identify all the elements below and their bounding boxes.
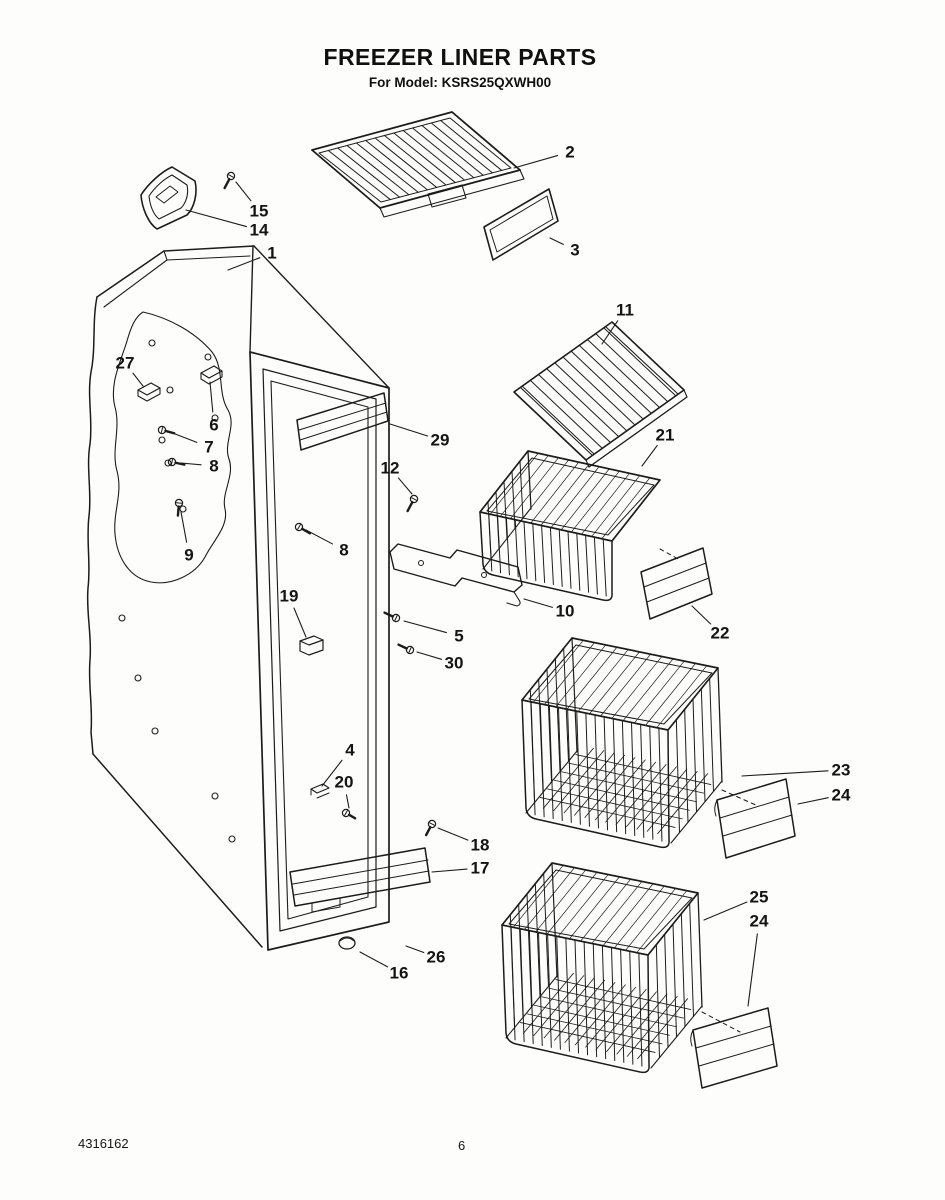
leader-line	[416, 651, 443, 660]
part-29-trim	[296, 392, 389, 451]
part-callout-5: 5	[454, 627, 463, 646]
leader-line	[293, 607, 307, 638]
part-callout-21: 21	[656, 426, 675, 445]
part-11-wire-shelf	[513, 321, 688, 468]
part-24-trim-lower	[690, 1007, 778, 1089]
part-callout-15: 15	[250, 202, 269, 221]
part-10-support-rail	[389, 543, 523, 607]
leader-line	[132, 372, 144, 387]
leader-line	[321, 759, 343, 787]
part-callout-20: 20	[335, 773, 354, 792]
part-callout-1: 1	[267, 244, 276, 263]
part-callout-29: 29	[431, 431, 450, 450]
leader-line	[397, 477, 413, 495]
model-subtitle: For Model: KSRS25QXWH00	[368, 75, 552, 90]
part-callout-2: 2	[565, 143, 574, 162]
part-callout-30: 30	[445, 654, 464, 673]
part-22-trim	[640, 547, 713, 620]
leader-line	[431, 868, 468, 873]
leader-line	[359, 951, 389, 968]
part-callout-6: 6	[209, 416, 218, 435]
part-17-bottom-grille	[289, 847, 431, 913]
document-number: 4316162	[78, 1136, 129, 1151]
page-header: FREEZER LINER PARTS For Model: KSRS25QXW…	[0, 44, 920, 90]
leader-line	[305, 529, 334, 545]
leader-line	[437, 827, 469, 841]
part-15-screw	[223, 171, 236, 190]
part-23-wire-basket	[521, 637, 759, 849]
page-number: 6	[458, 1138, 466, 1153]
part-callout-24: 24	[750, 912, 769, 931]
part-callout-3: 3	[570, 241, 579, 260]
part-callout-19: 19	[280, 587, 299, 606]
part-callout-7: 7	[204, 438, 213, 457]
part-callout-8: 8	[209, 457, 218, 476]
part-callout-27: 27	[116, 354, 135, 373]
part-callout-24: 24	[832, 786, 851, 805]
part-callout-9: 9	[184, 546, 193, 565]
part-callout-26: 26	[427, 948, 446, 967]
leader-line	[169, 431, 198, 443]
part-callout-14: 14	[250, 221, 269, 240]
part-24-trim-upper	[714, 778, 796, 859]
part-12-screw	[406, 494, 419, 513]
part-21-wire-basket	[479, 450, 661, 602]
part-callout-10: 10	[556, 602, 575, 621]
part-25-wire-basket	[501, 862, 741, 1074]
leader-line	[741, 770, 829, 777]
leader-line	[227, 257, 261, 271]
leader-line	[180, 462, 202, 466]
leader-line	[235, 181, 252, 202]
part-callout-23: 23	[832, 761, 851, 780]
leader-line	[523, 598, 554, 608]
leader-line	[747, 933, 758, 1007]
leader-line	[209, 381, 214, 413]
leader-line	[641, 444, 658, 467]
part-3-trim	[483, 188, 559, 261]
part-callout-16: 16	[390, 964, 409, 983]
leader-line	[403, 620, 448, 634]
part-callout-17: 17	[471, 859, 490, 878]
part-callout-12: 12	[381, 459, 400, 478]
leader-line	[389, 423, 429, 437]
leader-line	[405, 945, 425, 954]
part-16-plug	[338, 936, 356, 950]
fasteners-and-clips	[137, 365, 437, 837]
part-callout-22: 22	[711, 624, 730, 643]
leader-line	[797, 797, 829, 805]
part-callout-11: 11	[616, 301, 634, 320]
leader-line	[185, 209, 248, 228]
leader-line	[703, 901, 748, 921]
part-1-freezer-liner	[86, 245, 390, 951]
part-2-wire-shelf	[311, 111, 525, 218]
leader-line	[601, 320, 619, 345]
part-callout-25: 25	[750, 888, 769, 907]
part-callout-8: 8	[339, 541, 348, 560]
page-title: FREEZER LINER PARTS	[323, 44, 597, 70]
part-callout-4: 4	[345, 741, 355, 760]
leader-line	[345, 794, 350, 809]
leader-line	[180, 511, 188, 543]
leader-line	[513, 155, 559, 169]
leader-line	[549, 237, 564, 245]
part-callout-18: 18	[471, 836, 490, 855]
leader-line	[691, 605, 712, 625]
part-14-handle-bracket	[140, 166, 197, 230]
